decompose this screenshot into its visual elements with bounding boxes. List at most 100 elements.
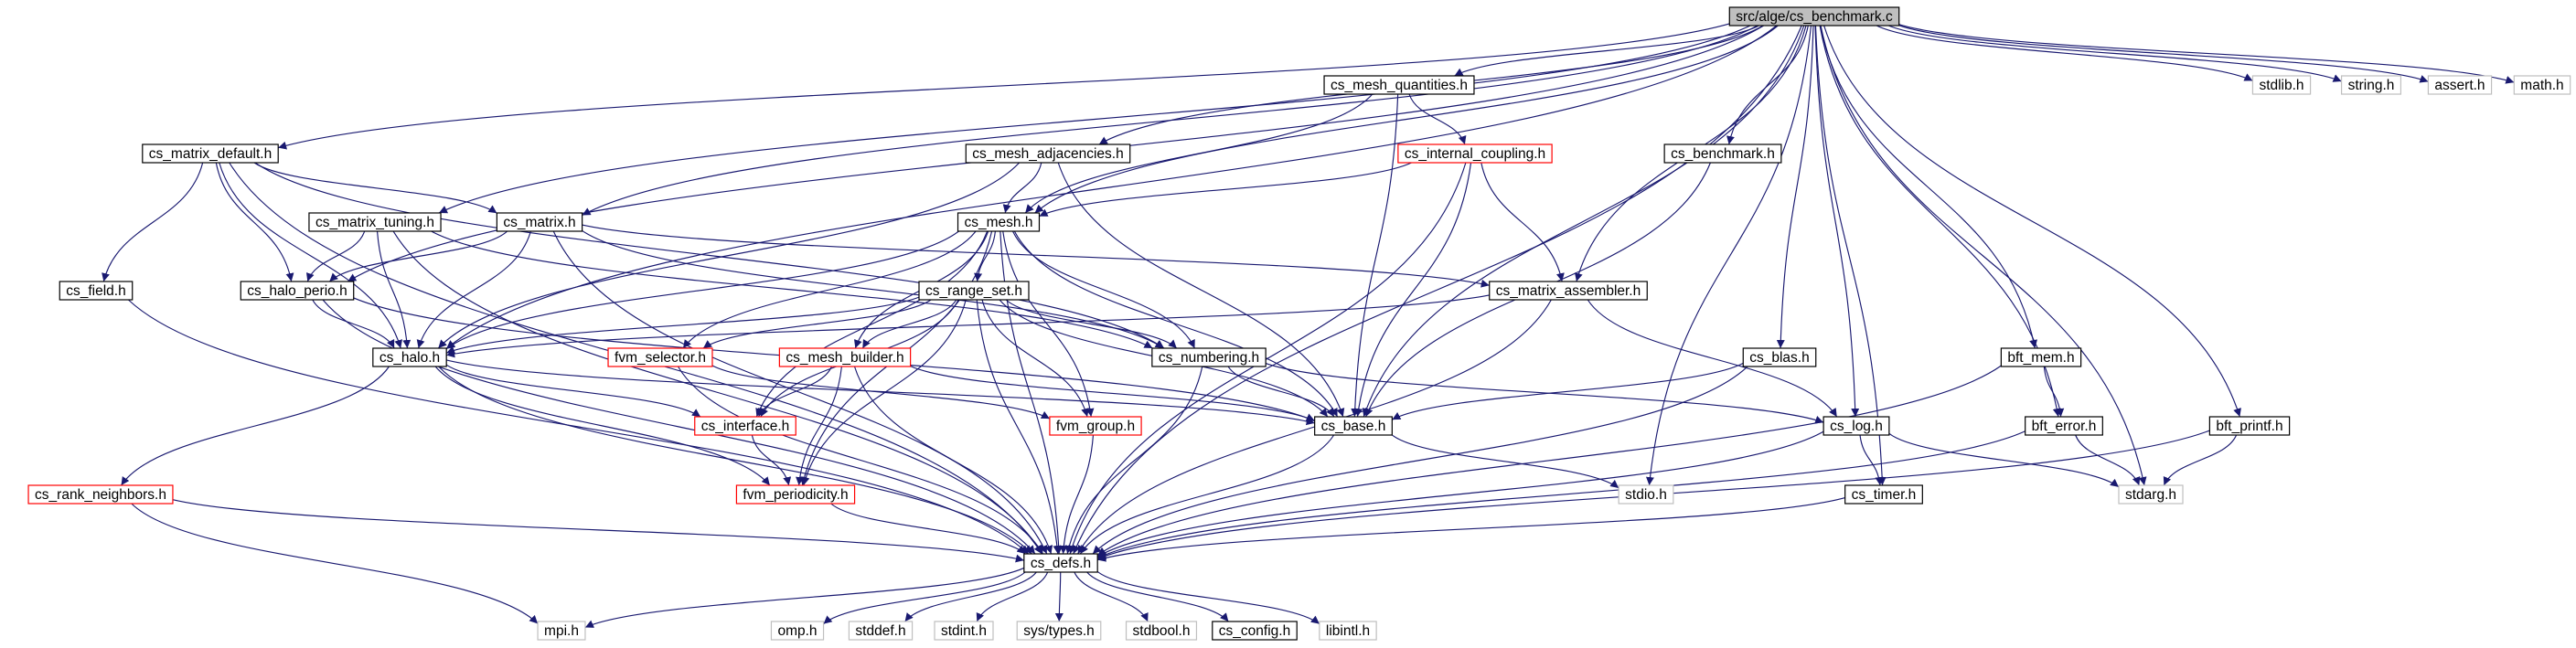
- node-math-h[interactable]: math.h: [2513, 75, 2571, 95]
- edge-root-to-assert-h: [1898, 25, 2429, 83]
- node-cs-base-h[interactable]: cs_base.h: [1314, 416, 1393, 436]
- node-stdio-h[interactable]: stdio.h: [1618, 484, 1674, 505]
- node-cs-matrix-h[interactable]: cs_matrix.h: [496, 212, 583, 232]
- node-bft-error-h[interactable]: bft_error.h: [2025, 416, 2103, 436]
- edge-cs-matrix-h-to-cs-matrix-assembler-h: [582, 224, 1490, 288]
- edge-cs-range-set-h-to-fvm-group-h: [981, 299, 1090, 418]
- edge-root-to-cs-mesh-h: [1034, 25, 1779, 214]
- edge-cs-log-h-to-cs-timer-h: [1859, 434, 1884, 486]
- node-cs-timer-h[interactable]: cs_timer.h: [1844, 484, 1923, 505]
- node-label: cs_field.h: [66, 283, 125, 299]
- node-cs-halo-perio-h[interactable]: cs_halo_perio.h: [240, 281, 355, 301]
- node-box: [2427, 75, 2493, 95]
- edge-cs-matrix-assembler-h-to-cs-log-h: [1587, 299, 1838, 418]
- node-cs-internal-coupling-h[interactable]: cs_internal_coupling.h: [1397, 143, 1553, 164]
- node-box: [1314, 416, 1393, 436]
- node-fvm-group-h[interactable]: fvm_group.h: [1049, 416, 1142, 436]
- node-label: src/alge/cs_benchmark.c: [1736, 9, 1893, 25]
- node-root[interactable]: src/alge/cs_benchmark.c: [1728, 6, 1900, 27]
- edge-root-to-bft-printf-h: [1823, 25, 2241, 418]
- node-cs-log-h[interactable]: cs_log.h: [1822, 416, 1890, 436]
- node-box: [1618, 484, 1674, 505]
- node-label: bft_printf.h: [2216, 419, 2282, 434]
- edge-cs-matrix-assembler-h-to-cs-halo-h: [446, 294, 1490, 358]
- node-cs-interface-h[interactable]: cs_interface.h: [694, 416, 796, 436]
- node-cs-benchmark-h[interactable]: cs_benchmark.h: [1663, 143, 1782, 164]
- edge-root-to-math-h: [1898, 24, 2515, 84]
- edges-layer: [102, 23, 2515, 629]
- node-stdarg-h[interactable]: stdarg.h: [2118, 484, 2184, 505]
- edge-cs-internal-coupling-h-to-cs-base-h: [1354, 162, 1472, 418]
- edge-cs-mesh-h-to-fvm-selector-h: [682, 230, 977, 349]
- node-stdbool-h[interactable]: stdbool.h: [1125, 621, 1198, 641]
- node-box: [240, 281, 355, 301]
- node-sys-types-h[interactable]: sys/types.h: [1016, 621, 1102, 641]
- node-cs-mesh-adjacencies-h[interactable]: cs_mesh_adjacencies.h: [965, 143, 1131, 164]
- node-stddef-h[interactable]: stddef.h: [848, 621, 914, 641]
- node-bft-mem-h[interactable]: bft_mem.h: [2000, 347, 2082, 367]
- node-cs-mesh-quantities-h[interactable]: cs_mesh_quantities.h: [1323, 75, 1475, 95]
- edge-root-to-stdarg-h: [1820, 25, 2147, 486]
- edge-bft-printf-h-to-stdarg-h: [2163, 434, 2238, 486]
- node-cs-field-h[interactable]: cs_field.h: [59, 281, 134, 301]
- node-box: [848, 621, 914, 641]
- node-box: [1728, 6, 1900, 27]
- edge-cs-numbering-h-to-cs-base-h: [1227, 366, 1335, 418]
- edge-cs-defs-h-to-cs-config-h: [1086, 571, 1229, 622]
- edge-cs-mesh-quantities-h-to-cs-internal-coupling-h: [1408, 93, 1467, 145]
- node-cs-mesh-builder-h[interactable]: cs_mesh_builder.h: [778, 347, 912, 367]
- node-stdlib-h[interactable]: stdlib.h: [2251, 75, 2312, 95]
- edge-root-to-bft-error-h: [1819, 25, 2061, 418]
- node-libintl-h[interactable]: libintl.h: [1319, 621, 1377, 641]
- edge-cs-matrix-tuning-h-to-cs-defs-h: [392, 230, 1043, 555]
- edge-cs-internal-coupling-h-to-cs-matrix-assembler-h: [1480, 162, 1565, 282]
- node-assert-h[interactable]: assert.h: [2427, 75, 2493, 95]
- node-label: cs_mesh.h: [965, 215, 1033, 230]
- node-cs-matrix-tuning-h[interactable]: cs_matrix_tuning.h: [308, 212, 442, 232]
- edge-root-to-cs-matrix-default-h: [278, 23, 1730, 150]
- edge-fvm-group-h-to-cs-defs-h: [1059, 434, 1095, 555]
- node-label: cs_halo_perio.h: [247, 283, 347, 299]
- edge-bft-mem-h-to-cs-defs-h: [1096, 365, 2002, 557]
- edge-cs-matrix-h-to-cs-halo-perio-h: [328, 230, 508, 282]
- node-box: [1049, 416, 1142, 436]
- node-omp-h[interactable]: omp.h: [770, 621, 825, 641]
- edge-cs-defs-h-to-omp-h: [823, 571, 1026, 625]
- edge-cs-blas-h-to-cs-defs-h: [1092, 366, 1748, 555]
- node-box: [1397, 143, 1553, 164]
- edge-cs-matrix-default-h-to-cs-halo-h: [219, 162, 402, 349]
- node-cs-config-h[interactable]: cs_config.h: [1212, 621, 1298, 641]
- edge-cs-range-set-h-to-cs-numbering-h: [1005, 299, 1178, 349]
- node-box: [27, 484, 174, 505]
- node-label: cs_defs.h: [1031, 556, 1091, 571]
- edge-cs-mesh-quantities-h-to-cs-mesh-h: [1024, 93, 1374, 214]
- node-fvm-selector-h[interactable]: fvm_selector.h: [607, 347, 713, 367]
- node-label: stdarg.h: [2125, 487, 2176, 503]
- node-box: [1319, 621, 1377, 641]
- node-cs-blas-h[interactable]: cs_blas.h: [1742, 347, 1817, 367]
- node-cs-mesh-h[interactable]: cs_mesh.h: [957, 212, 1041, 232]
- node-cs-halo-h[interactable]: cs_halo.h: [372, 347, 447, 367]
- node-cs-defs-h[interactable]: cs_defs.h: [1023, 553, 1098, 573]
- edge-cs-matrix-default-h-to-cs-field-h: [102, 162, 204, 282]
- node-bft-printf-h[interactable]: bft_printf.h: [2208, 416, 2291, 436]
- node-stdint-h[interactable]: stdint.h: [934, 621, 994, 641]
- node-cs-matrix-assembler-h[interactable]: cs_matrix_assembler.h: [1489, 281, 1648, 301]
- node-box: [496, 212, 583, 232]
- node-mpi-h[interactable]: mpi.h: [537, 621, 586, 641]
- node-string-h[interactable]: string.h: [2340, 75, 2402, 95]
- edge-cs-halo-h-to-cs-rank-neighbors-h: [121, 366, 390, 486]
- node-cs-numbering-h[interactable]: cs_numbering.h: [1151, 347, 1267, 367]
- edge-root-to-cs-blas-h: [1776, 25, 1814, 349]
- edge-root-to-cs-defs-h: [1073, 25, 1802, 555]
- node-fvm-periodicity-h[interactable]: fvm_periodicity.h: [735, 484, 856, 505]
- node-cs-range-set-h[interactable]: cs_range_set.h: [918, 281, 1030, 301]
- node-cs-matrix-default-h[interactable]: cs_matrix_default.h: [142, 143, 279, 164]
- node-label: cs_log.h: [1830, 419, 1883, 434]
- edge-cs-numbering-h-to-cs-log-h: [1265, 363, 1824, 424]
- edge-cs-log-h-to-stdarg-h: [1888, 432, 2120, 488]
- node-cs-rank-neighbors-h[interactable]: cs_rank_neighbors.h: [27, 484, 174, 505]
- node-label: cs_matrix_assembler.h: [1496, 283, 1641, 299]
- node-label: cs_base.h: [1321, 419, 1386, 434]
- node-box: [770, 621, 825, 641]
